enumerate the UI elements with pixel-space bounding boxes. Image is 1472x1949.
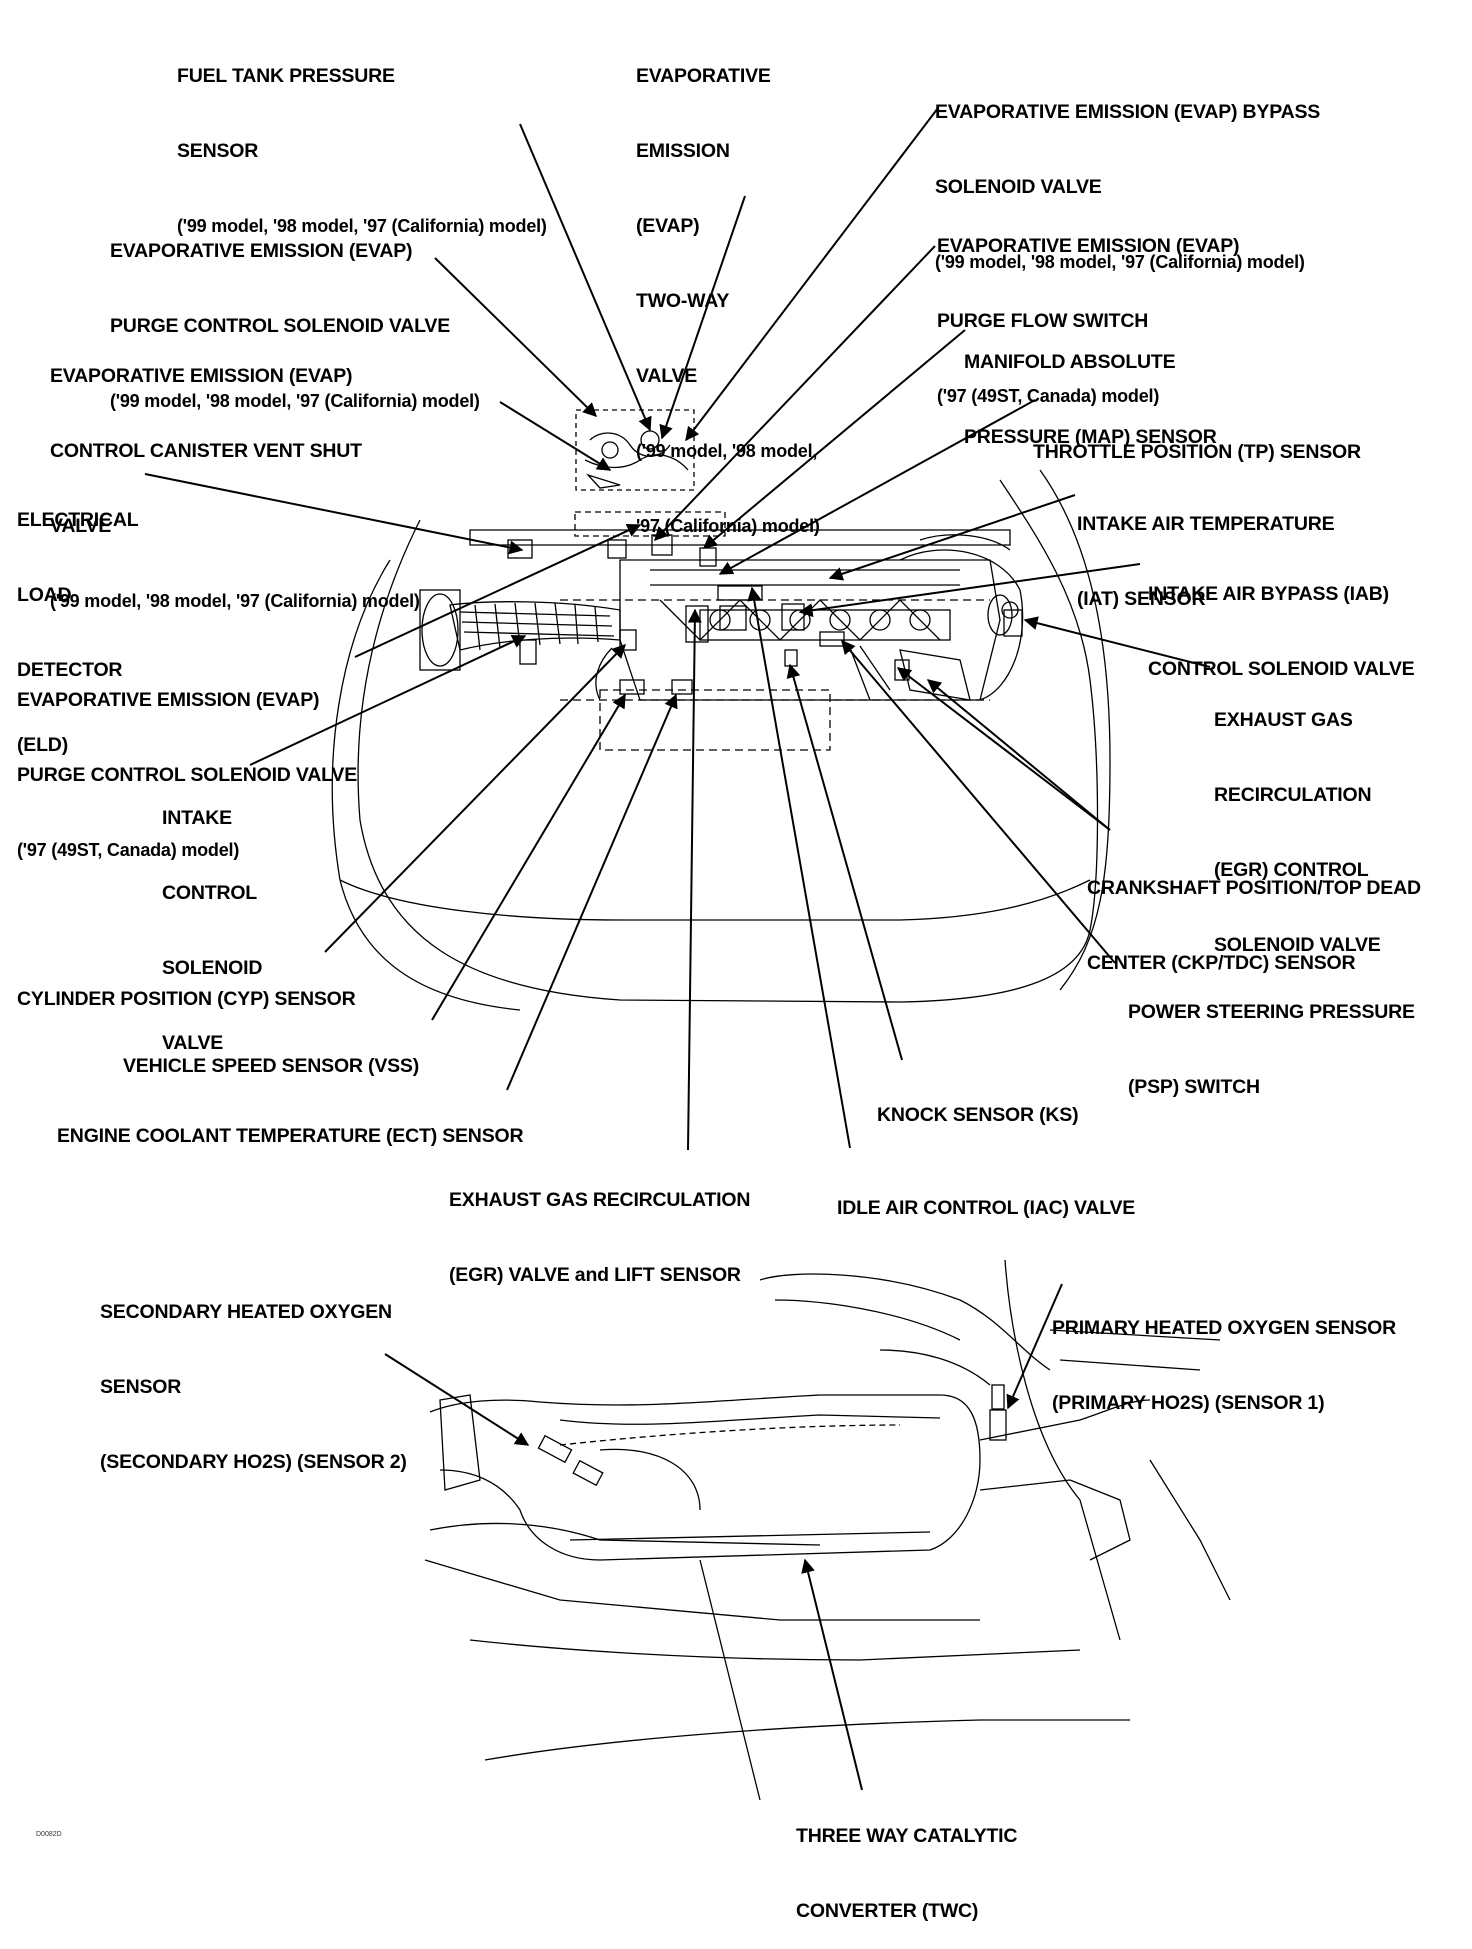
label-ect-sensor: ENGINE COOLANT TEMPERATURE (ECT) SENSOR xyxy=(57,1125,524,1147)
label-evap-canister-vent-shut-valve: EVAPORATIVE EMISSION (EVAP) CONTROL CANI… xyxy=(50,365,420,611)
leader-lines xyxy=(144,107,1211,1791)
engine-bay-drawing xyxy=(331,409,1111,1011)
component-location-diagram: D0082D xyxy=(36,107,1231,1838)
label-evap-purge-flow-switch: EVAPORATIVE EMISSION (EVAP) PURGE FLOW S… xyxy=(937,235,1240,406)
label-evap-purge-control-solenoid-valve-97: EVAPORATIVE EMISSION (EVAP) PURGE CONTRO… xyxy=(17,689,358,860)
label-iat-sensor: INTAKE AIR TEMPERATURE (IAT) SENSOR xyxy=(1077,513,1335,610)
figure-code: D0082D xyxy=(36,1831,62,1838)
label-fuel-tank-pressure-sensor: FUEL TANK PRESSURE SENSOR ('99 model, '9… xyxy=(177,65,547,236)
label-egr-control-solenoid-valve: EXHAUST GAS RECIRCULATION (EGR) CONTROL … xyxy=(1214,709,1381,956)
label-knock-sensor: KNOCK SENSOR (KS) xyxy=(877,1104,1079,1126)
label-iab-control-solenoid-valve: INTAKE AIR BYPASS (IAB) CONTROL SOLENOID… xyxy=(1148,583,1415,680)
label-psp-switch: POWER STEERING PRESSURE (PSP) SWITCH xyxy=(1128,1001,1415,1098)
label-eld: ELECTRICAL LOAD DETECTOR (ELD) xyxy=(17,509,139,756)
label-map-sensor: MANIFOLD ABSOLUTE PRESSURE (MAP) SENSOR xyxy=(964,351,1217,448)
label-primary-ho2s: PRIMARY HEATED OXYGEN SENSOR (PRIMARY HO… xyxy=(1052,1317,1397,1414)
label-tp-sensor: THROTTLE POSITION (TP) SENSOR xyxy=(1033,441,1361,463)
label-vss: VEHICLE SPEED SENSOR (VSS) xyxy=(123,1055,420,1077)
label-evap-purge-control-solenoid-valve-99: EVAPORATIVE EMISSION (EVAP) PURGE CONTRO… xyxy=(110,240,480,411)
exhaust-drawing xyxy=(424,1259,1231,1801)
label-egr-valve-lift-sensor: EXHAUST GAS RECIRCULATION (EGR) VALVE an… xyxy=(449,1189,751,1286)
label-iac-valve: IDLE AIR CONTROL (IAC) VALVE xyxy=(837,1197,1136,1219)
label-secondary-ho2s: SECONDARY HEATED OXYGEN SENSOR (SECONDAR… xyxy=(100,1301,407,1473)
label-cyp-sensor: CYLINDER POSITION (CYP) SENSOR xyxy=(17,988,356,1010)
label-evap-bypass-solenoid-valve: EVAPORATIVE EMISSION (EVAP) BYPASS SOLEN… xyxy=(935,101,1321,272)
label-three-way-catalytic-converter: THREE WAY CATALYTIC CONVERTER (TWC) xyxy=(796,1825,1018,1922)
label-evap-two-way-valve: EVAPORATIVE EMISSION (EVAP) TWO-WAY VALV… xyxy=(636,65,820,536)
label-ckp-tdc-sensor: CRANKSHAFT POSITION/TOP DEAD CENTER (CKP… xyxy=(1087,877,1421,974)
label-intake-control-solenoid-valve: INTAKE CONTROL SOLENOID VALVE xyxy=(162,807,263,1054)
